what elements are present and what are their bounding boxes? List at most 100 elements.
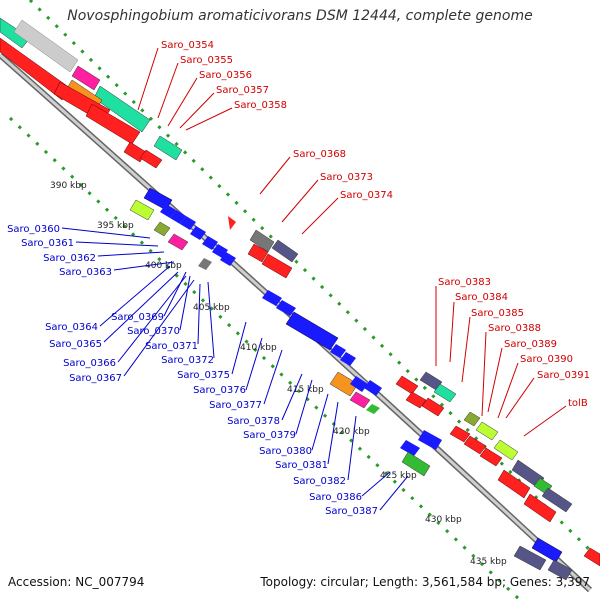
gene-feature — [350, 376, 368, 392]
gene-feature — [160, 204, 176, 218]
gene-feature — [228, 216, 236, 230]
gene-feature — [271, 239, 299, 263]
forward-gene-labels: Saro_0354 Saro_0355 Saro_0356 Saro_0357 … — [161, 40, 590, 409]
gene-label: Saro_0362 — [43, 253, 96, 264]
gene-label: Saro_0365 — [49, 339, 102, 350]
gene-feature — [129, 199, 155, 221]
gene-label: Saro_0386 — [309, 492, 362, 503]
gene-feature — [541, 487, 573, 513]
tick-ring-inner — [8, 116, 522, 600]
gene-label: Saro_0357 — [216, 85, 269, 96]
gene-label: Saro_0390 — [520, 354, 573, 365]
gene-label: Saro_0376 — [193, 385, 246, 396]
gene-feature — [493, 439, 519, 461]
forward-leaders — [137, 47, 567, 437]
gene-label: Saro_0370 — [127, 326, 180, 337]
gene-label: Saro_0361 — [21, 238, 74, 249]
gene-feature — [400, 440, 420, 456]
scale-label: 400 kbp — [145, 261, 182, 271]
gene-feature — [463, 435, 487, 455]
gene-feature — [170, 210, 186, 224]
gene-feature — [340, 352, 356, 366]
gene-feature — [190, 226, 206, 240]
gene-label: Saro_0388 — [488, 323, 541, 334]
gene-feature — [479, 447, 503, 467]
forward-features — [0, 17, 600, 567]
gene-feature — [364, 380, 382, 396]
gene-feature — [153, 135, 183, 161]
gene-label: Saro_0372 — [161, 355, 214, 366]
gene-label: Saro_0377 — [209, 400, 262, 411]
gene-feature — [212, 244, 228, 258]
gene-label: tolB — [568, 398, 588, 409]
gene-feature — [71, 65, 101, 91]
gene-feature — [366, 404, 380, 414]
gene-label: Saro_0360 — [7, 224, 60, 235]
gene-feature — [167, 233, 189, 251]
gene-label: Saro_0371 — [145, 341, 198, 352]
gene-label: Saro_0363 — [59, 267, 112, 278]
accession-text: Accession: NC_007794 — [8, 575, 145, 589]
reverse-leaders — [61, 227, 409, 511]
gene-feature — [329, 371, 359, 397]
gene-label: Saro_0356 — [199, 70, 252, 81]
gene-label: Saro_0364 — [45, 322, 98, 333]
gene-label: Saro_0379 — [243, 430, 296, 441]
scale-label: 435 kbp — [470, 557, 507, 567]
gene-feature — [262, 290, 282, 306]
gene-feature — [547, 559, 573, 581]
gene-feature — [276, 300, 296, 316]
scale-label: 420 kbp — [333, 427, 370, 437]
gene-label: Saro_0355 — [180, 55, 233, 66]
gene-label: Saro_0368 — [293, 149, 346, 160]
gene-feature — [0, 37, 71, 101]
gene-feature — [202, 236, 218, 250]
gene-label: Saro_0354 — [161, 40, 214, 51]
gene-feature — [583, 547, 600, 567]
gene-feature — [330, 344, 346, 358]
gene-label: Saro_0389 — [504, 339, 557, 350]
gene-label: Saro_0367 — [69, 373, 122, 384]
gene-feature — [395, 375, 419, 395]
gene-feature — [475, 421, 499, 441]
gene-label: Saro_0385 — [471, 308, 524, 319]
gene-feature — [401, 451, 431, 477]
gene-feature — [497, 469, 531, 499]
scale-label: 430 kbp — [425, 515, 462, 525]
tick-ring-outer — [28, 0, 600, 562]
gene-feature — [261, 253, 293, 279]
gene-feature — [433, 383, 457, 403]
gene-feature — [449, 425, 471, 443]
scale-label: 390 kbp — [50, 181, 87, 191]
gene-feature — [523, 493, 557, 523]
gene-feature — [513, 545, 547, 571]
gene-feature — [180, 216, 196, 230]
gene-label: Saro_0384 — [455, 292, 508, 303]
gene-label: Saro_0366 — [63, 358, 116, 369]
gene-label: Saro_0369 — [111, 312, 164, 323]
gene-label: Saro_0358 — [234, 100, 287, 111]
gene-feature — [285, 311, 339, 351]
topology-text: Topology: circular; Length: 3,561,584 bp… — [260, 575, 590, 589]
gene-label: Saro_0391 — [537, 370, 590, 381]
gene-feature — [349, 391, 371, 409]
gene-feature — [405, 391, 427, 409]
gene-feature — [421, 397, 445, 417]
gene-feature — [93, 85, 151, 133]
map-title: Novosphingobium aromaticivorans DSM 1244… — [67, 8, 533, 24]
gene-feature — [418, 430, 442, 450]
scale-label: 395 kbp — [97, 221, 134, 231]
scale-label: 415 kbp — [287, 385, 324, 395]
gene-label: Saro_0383 — [438, 277, 491, 288]
gene-feature — [463, 411, 481, 427]
gene-feature — [247, 243, 269, 263]
gene-feature — [153, 221, 171, 237]
gene-label: Saro_0387 — [325, 506, 378, 517]
gene-label: Saro_0373 — [320, 172, 373, 183]
reverse-features — [129, 187, 573, 581]
gene-feature — [13, 19, 79, 73]
reverse-gene-labels: Saro_0360 Saro_0361 Saro_0362 Saro_0363 … — [7, 224, 378, 517]
scale-label: 405 kbp — [193, 303, 230, 313]
scale-label: 425 kbp — [380, 471, 417, 481]
gene-feature — [139, 149, 163, 169]
